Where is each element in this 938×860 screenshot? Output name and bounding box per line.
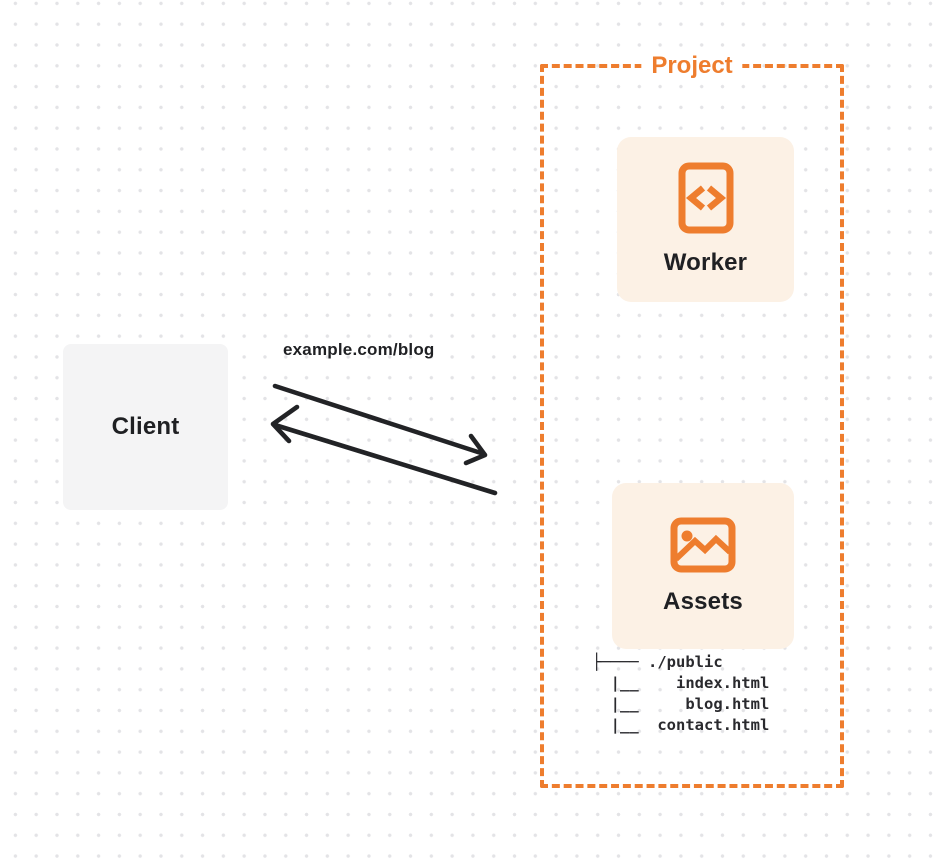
worker-node: Worker [617,137,794,302]
project-boundary: Project Worker Assets [540,52,844,788]
image-icon [670,517,736,573]
assets-node: Assets [612,483,794,649]
assets-file-tree: ├──── ./public |__ index.html |__ blog.h… [592,653,770,734]
assets-label: Assets [663,587,743,615]
response-arrow [270,404,498,496]
request-url-label: example.com/blog [283,340,435,359]
client-label: Client [111,413,180,440]
worker-label: Worker [663,249,748,276]
code-document-icon [678,162,734,234]
request-arrow [272,383,488,466]
client-node: Client [63,344,228,510]
project-title: Project [641,52,743,80]
